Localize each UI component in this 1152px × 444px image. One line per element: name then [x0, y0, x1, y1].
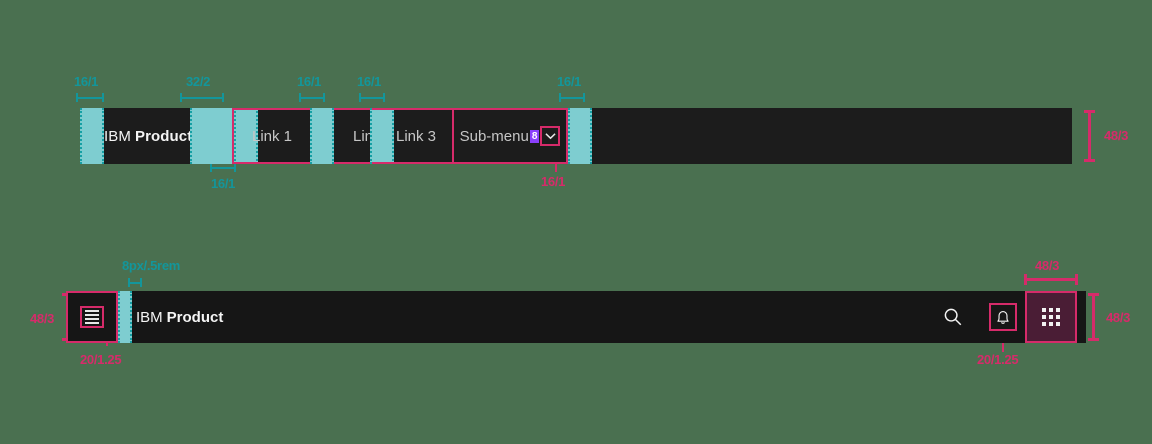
brand-bottom[interactable]: IBM Product: [136, 291, 223, 343]
measure-top-left-pad: [76, 93, 104, 102]
nav-link-1-label: Link 1: [251, 127, 293, 145]
measure-brand-gap-small: [210, 163, 236, 172]
search-icon: [942, 306, 964, 328]
annotation-app-switcher-height: 48/3: [1106, 310, 1131, 325]
nav-submenu-label: Sub-menu: [459, 127, 529, 145]
annotation-link-gap-1: 16/1: [297, 74, 322, 89]
brand-name-top: Product: [134, 127, 193, 145]
nav-link-3-label: Link 3: [395, 127, 437, 145]
notification-bell-icon: [989, 303, 1017, 331]
annotation-submenu-gap: 16/1: [557, 74, 582, 89]
annotation-top-bar-height: 48/3: [1104, 128, 1129, 143]
spacer-brand-gap-small: [234, 108, 258, 164]
app-switcher-button[interactable]: [1025, 291, 1077, 343]
annotation-top-left-pad: 16/1: [74, 74, 99, 89]
brand-prefix-top: IBM: [104, 127, 131, 145]
hamburger-menu-icon: [80, 306, 104, 328]
measure-brand-gap: [180, 93, 224, 102]
annotation-link-gap-2: 16/1: [357, 74, 382, 89]
bottom-header-bar: IBM Product: [66, 291, 1086, 343]
measure-submenu-gap: [559, 93, 585, 102]
nav-submenu[interactable]: Sub-menu 8: [452, 108, 568, 164]
spacer-brand-gap: [190, 108, 234, 164]
measure-app-switcher-width: [1024, 274, 1078, 285]
measure-link-gap-1: [299, 93, 325, 102]
measure-top-bar-height: [1084, 110, 1095, 162]
annotation-bottom-bar-height: 48/3: [30, 311, 55, 326]
measure-bottom-gap: [128, 278, 142, 287]
measure-link-gap-2: [359, 93, 385, 102]
brand-top[interactable]: IBM Product: [104, 108, 192, 164]
app-switcher-grid-icon: [1042, 308, 1060, 326]
annotation-bell-icon-size: 20/1.25: [977, 352, 1019, 367]
spacer-link-gap-1: [310, 108, 334, 164]
notification-button[interactable]: [977, 291, 1029, 343]
chevron-down-icon[interactable]: [540, 126, 561, 146]
menu-button[interactable]: [66, 291, 118, 343]
top-header-bar: IBM Product Link 1 Link 2 Link 3 Sub-men…: [80, 108, 1072, 164]
nav-link-1[interactable]: Link 1: [232, 108, 310, 164]
nav-link-3[interactable]: Link 3: [372, 108, 460, 164]
annotation-brand-gap-small: 16/1: [211, 176, 236, 191]
spacer-link-gap-2: [370, 108, 394, 164]
submenu-count-badge: 8: [529, 129, 540, 143]
brand-prefix-bottom: IBM: [136, 308, 163, 326]
search-button[interactable]: [927, 291, 979, 343]
measure-app-switcher-height: [1088, 293, 1099, 341]
annotation-chevron-size: 16/1: [541, 174, 566, 189]
annotation-app-switcher-width: 48/3: [1035, 258, 1060, 273]
annotation-menu-icon-size: 20/1.25: [80, 352, 122, 367]
annotation-bottom-gap: 8px/.5rem: [122, 258, 181, 273]
annotation-brand-gap: 32/2: [186, 74, 211, 89]
spacer-left-pad: [80, 108, 104, 164]
spacer-menu-brand-gap: [118, 291, 132, 343]
brand-name-bottom: Product: [166, 308, 224, 326]
spacer-submenu-gap: [568, 108, 592, 164]
